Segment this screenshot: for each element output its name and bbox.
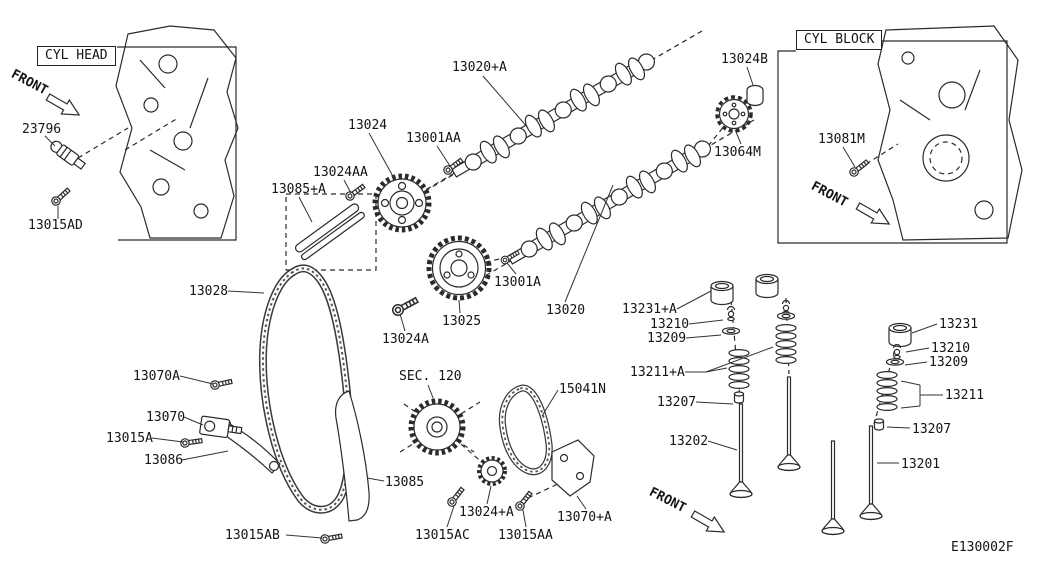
part-label-23796: 23796 [22, 122, 62, 137]
part-label-13070-a: 13070+A [557, 510, 612, 525]
part-label-13202: 13202 [669, 434, 709, 449]
part-label-13201: 13201 [901, 457, 941, 472]
part-label-13085-a: 13085+A [271, 182, 326, 197]
timing-control-solenoid-art [50, 140, 86, 170]
part-label-13064m: 13064M [714, 145, 761, 160]
intake-camshaft-art [503, 133, 717, 272]
timing-chain-art [258, 264, 354, 514]
part-label-13231: 13231 [939, 317, 979, 332]
chain-guide-long-art [334, 390, 370, 522]
part-label-13211-a: 13211+A [630, 365, 685, 380]
part-label-13210-center: 13210 [650, 317, 690, 332]
part-label-13001a: 13001A [494, 275, 541, 290]
crank-sprocket-art [408, 398, 466, 456]
cylinder-head-art [115, 25, 239, 239]
part-label-13024aa: 13024AA [313, 165, 368, 180]
leader-lines [44, 66, 943, 539]
part-label-13081m: 13081M [818, 132, 865, 147]
bolts-art [49, 156, 871, 545]
part-label-13070: 13070 [146, 410, 186, 425]
valve-train-right-art [821, 322, 912, 536]
part-label-13024-a: 13024+A [459, 505, 514, 520]
part-label-13231-a: 13231+A [622, 302, 677, 317]
part-label-13211: 13211 [945, 388, 985, 403]
drawing-code: E130002F [951, 540, 1014, 555]
camshaft-signal-plate-art [715, 95, 753, 133]
part-label-13024a: 13024A [382, 332, 429, 347]
valve-train-center-art [710, 273, 801, 499]
part-label-15041n: 15041N [559, 382, 606, 397]
part-label-13024: 13024 [348, 118, 388, 133]
part-label-13210-right: 13210 [931, 341, 971, 356]
section-ref-label: SEC. 120 [399, 369, 462, 384]
part-label-13207-right: 13207 [912, 422, 952, 437]
part-label-13015ad: 13015AD [28, 218, 83, 233]
front-arrow-top-left-icon [43, 89, 84, 123]
chain-guide-upper-art [294, 203, 365, 261]
part-label-13209-center: 13209 [647, 331, 687, 346]
region-label-cyl-block: CYL BLOCK [796, 30, 883, 50]
part-label-13025: 13025 [442, 314, 482, 329]
part-label-13001aa: 13001AA [406, 131, 461, 146]
part-label-13024b: 13024B [721, 52, 768, 67]
part-label-13015ac: 13015AC [415, 528, 470, 543]
vtc-sprocket-art [426, 235, 492, 301]
part-label-13020-a: 13020+A [452, 60, 507, 75]
part-label-13028: 13028 [189, 284, 229, 299]
region-frames [117, 40, 1008, 244]
part-label-13015ab: 13015AB [225, 528, 280, 543]
camshaft-end-cap-art [746, 84, 764, 107]
part-label-13070a: 13070A [133, 369, 180, 384]
part-label-13020: 13020 [546, 303, 586, 318]
part-label-13015a: 13015A [106, 431, 153, 446]
part-label-13015aa: 13015AA [498, 528, 553, 543]
part-label-13086: 13086 [144, 453, 184, 468]
cam-sprocket-art [372, 173, 432, 233]
cylinder-block-art [877, 25, 1023, 241]
front-arrow-top-right-icon [853, 198, 894, 232]
front-arrow-bottom-icon [688, 506, 729, 540]
oil-pump-tensioner-art [551, 439, 595, 497]
part-label-13207-center: 13207 [657, 395, 697, 410]
oil-pump-sprocket-art [477, 456, 507, 486]
chain-tensioner-art [199, 415, 243, 439]
part-label-13209-right: 13209 [929, 355, 969, 370]
region-label-cyl-head: CYL HEAD [37, 46, 116, 66]
part-label-13085: 13085 [385, 475, 425, 490]
oil-pump-chain-art [498, 384, 553, 476]
